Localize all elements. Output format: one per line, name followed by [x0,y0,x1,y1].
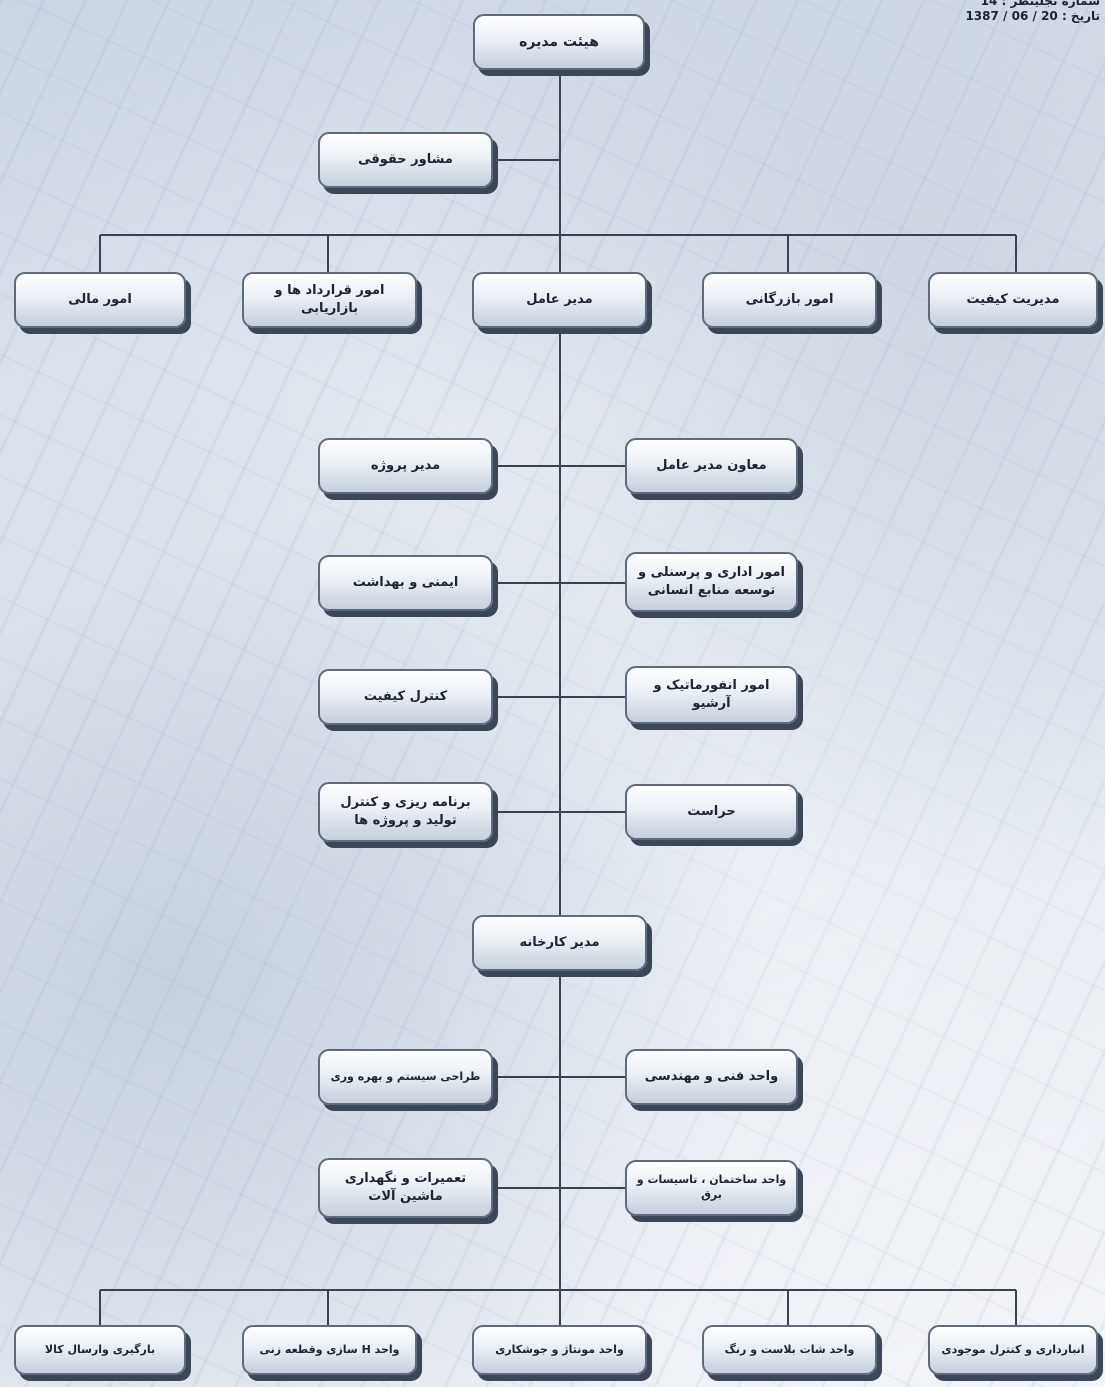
node-board: هیئت مدیره [473,14,645,70]
node-shipping: بارگیری وارسال کالا [14,1325,186,1375]
node-project-manager: مدیر پروژه [318,438,493,494]
node-security: حراست [625,784,798,840]
document-date: تاریخ : 20 / 06 / 1387 [965,9,1100,23]
node-factory-manager: مدیر کارخانه [472,915,647,971]
node-contracts: امور قرارداد ها و بازاریابی [242,272,417,328]
node-assembly-welding: واحد مونتاژ و جوشکاری [472,1325,647,1375]
node-quality-management: مدیریت کیفیت [928,272,1098,328]
node-inventory: انبارداری و کنترل موجودی [928,1325,1098,1375]
node-maintenance: تعمیرات و نگهداری ماشین آلات [318,1158,493,1218]
node-quality-control: کنترل کیفیت [318,669,493,725]
node-planning-control: برنامه ریزی و کنترل تولید و پروژه ها [318,782,493,842]
node-deputy-ceo: معاون مدیر عامل [625,438,798,494]
node-safety-health: ایمنی و بهداشت [318,555,493,611]
document-meta: شماره نجلینطر : 14 تاریخ : 20 / 06 / 138… [940,0,1100,24]
node-ceo: مدیر عامل [472,272,647,328]
node-legal-advisor: مشاور حقوقی [318,132,493,188]
node-building-utilities: واحد ساختمان ، تاسیسات و برق [625,1160,798,1216]
node-engineering: واحد فنی و مهندسی [625,1049,798,1105]
node-finance: امور مالی [14,272,186,328]
node-commerce: امور بازرگانی [702,272,877,328]
node-system-design: طراحی سیستم و بهره وری [318,1049,493,1105]
node-admin-hr: امور اداری و پرسنلی و توسعه منابع انسانی [625,552,798,612]
node-it-archive: امور انفورماتیک و آرشیو [625,666,798,724]
node-h-cutting: واحد H سازی وقطعه زنی [242,1325,417,1375]
reference-number: شماره نجلینطر : 14 [980,0,1100,8]
node-blasting-paint: واحد شات بلاست و رنگ [702,1325,877,1375]
